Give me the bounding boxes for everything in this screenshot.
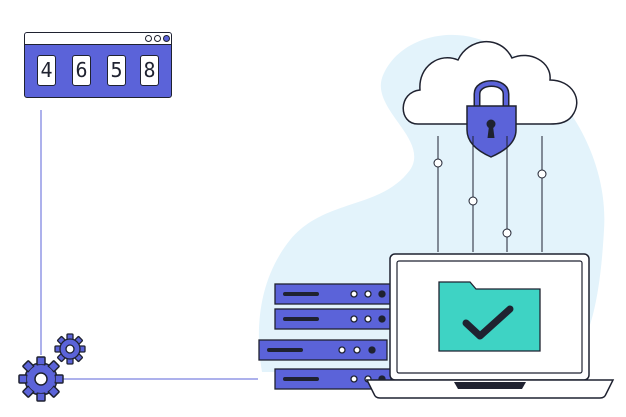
server-unit xyxy=(274,283,392,305)
code-digit: 4 xyxy=(37,55,56,86)
window-titlebar xyxy=(25,33,171,45)
window-dot-icon xyxy=(163,35,170,42)
server-rack-icon xyxy=(258,283,392,390)
folder-check-icon xyxy=(438,281,541,352)
server-unit xyxy=(258,339,388,361)
gear-icon xyxy=(18,356,64,402)
window-dot-icon xyxy=(145,35,152,42)
data-lines xyxy=(433,136,547,252)
code-digit: 8 xyxy=(140,55,159,86)
code-digit: 5 xyxy=(107,55,126,86)
gear-icon xyxy=(54,333,86,365)
code-window: 4 6 5 8 xyxy=(24,32,172,98)
server-unit xyxy=(274,368,392,390)
server-unit xyxy=(274,308,392,330)
padlock-shield-icon xyxy=(466,80,517,158)
window-dot-icon xyxy=(154,35,161,42)
code-digit: 6 xyxy=(72,55,91,86)
